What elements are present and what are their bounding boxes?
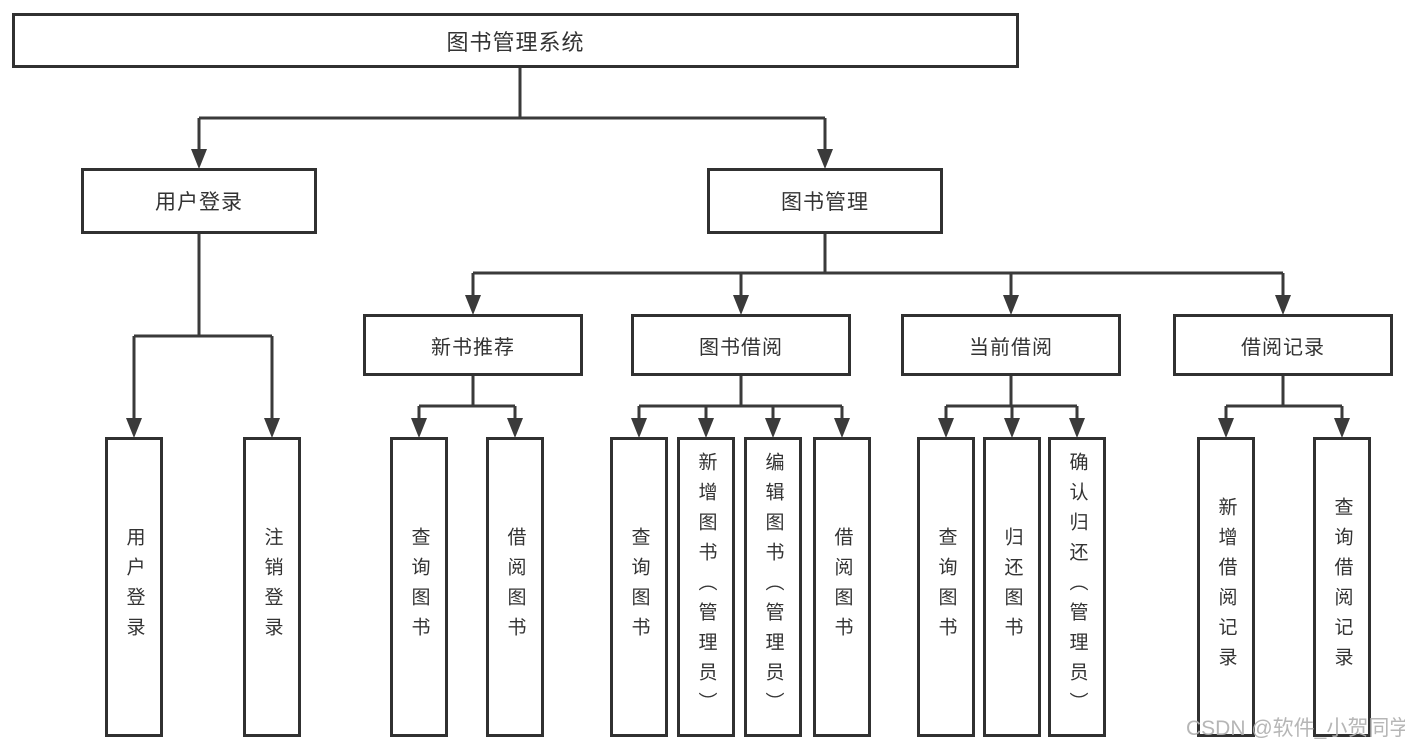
leaf-user-login: 用户登录 <box>105 437 163 737</box>
connector-new-book-rec-split <box>411 376 523 438</box>
watermark-text: CSDN @软件_小贺同学 <box>1186 717 1405 740</box>
leaf-current-query-books: 查询图书 <box>917 437 975 737</box>
node-book-borrowing: 图书借阅 <box>631 314 851 376</box>
leaf-newrec-borrow-books: 借阅图书 <box>486 437 544 737</box>
leaf-borrow-query-books: 查询图书 <box>610 437 668 737</box>
node-user-login-branch: 用户登录 <box>81 168 317 234</box>
node-new-book-recommendation: 新书推荐 <box>363 314 583 376</box>
connector-book-management-split <box>465 234 1291 315</box>
connector-root-split <box>191 66 833 169</box>
connector-user-login-split <box>126 234 280 438</box>
leaf-current-return-books: 归还图书 <box>983 437 1041 737</box>
node-current-borrowing: 当前借阅 <box>901 314 1121 376</box>
connector-borrow-records-split <box>1218 376 1350 438</box>
node-book-management-branch: 图书管理 <box>707 168 943 234</box>
leaf-borrow-add-books-admin: 新增图书（管理员） <box>677 437 735 737</box>
leaf-current-confirm-return-admin: 确认归还（管理员） <box>1048 437 1106 737</box>
node-borrowing-records: 借阅记录 <box>1173 314 1393 376</box>
connector-current-borrow-split <box>938 376 1085 438</box>
leaf-logout: 注销登录 <box>243 437 301 737</box>
leaf-newrec-query-books: 查询图书 <box>390 437 448 737</box>
leaf-borrow-edit-books-admin: 编辑图书（管理员） <box>744 437 802 737</box>
leaf-records-query-record: 查询借阅记录 <box>1313 437 1371 737</box>
node-library-system-root: 图书管理系统 <box>12 13 1019 68</box>
leaf-records-add-record: 新增借阅记录 <box>1197 437 1255 737</box>
leaf-borrow-borrow-books: 借阅图书 <box>813 437 871 737</box>
connector-book-borrow-split <box>631 376 850 438</box>
